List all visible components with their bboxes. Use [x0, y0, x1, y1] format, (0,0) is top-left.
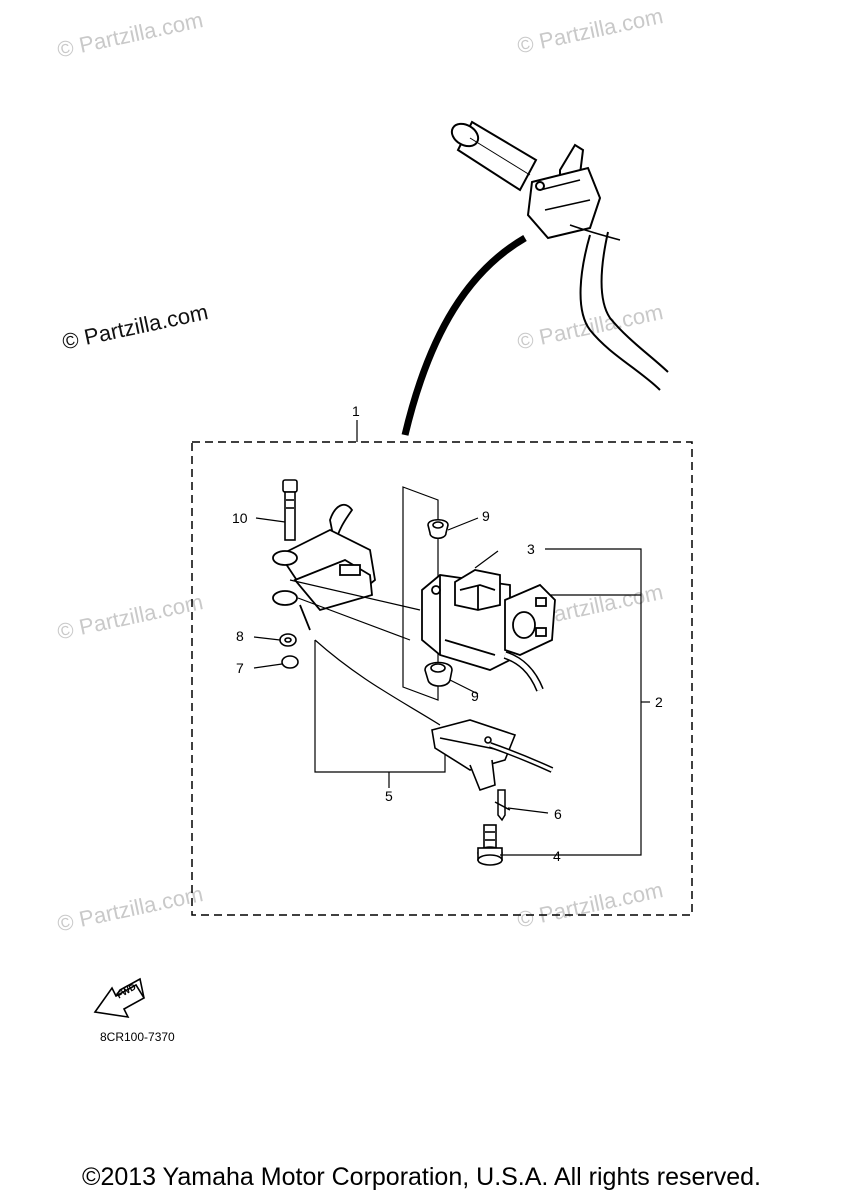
callout-3: 3 — [527, 541, 535, 557]
callout-5: 5 — [385, 788, 393, 804]
lever-bracket — [272, 503, 376, 631]
screw-part-6 — [494, 789, 511, 822]
switch-wire — [503, 651, 544, 692]
bolt-part-10 — [282, 479, 298, 541]
throttle-cable — [401, 234, 527, 436]
clip-part-7 — [281, 655, 299, 669]
callout-2: 2 — [655, 694, 663, 710]
bolt-part-4 — [477, 824, 503, 866]
callout-9-bottom: 9 — [471, 688, 479, 704]
throttle-lever — [526, 143, 602, 240]
handlebar-grip — [450, 120, 538, 192]
callout-6: 6 — [554, 806, 562, 822]
callout-8: 8 — [236, 628, 244, 644]
callout-4: 4 — [553, 848, 561, 864]
grommet-part-9-top — [427, 518, 449, 540]
callout-9-top: 9 — [482, 508, 490, 524]
assembly-box — [191, 441, 693, 916]
callout-7: 7 — [236, 660, 244, 676]
handlebar-tube — [579, 234, 661, 391]
switch-body-part-3 — [421, 569, 556, 671]
fwd-arrow-icon — [93, 977, 146, 1019]
callout-1: 1 — [352, 403, 360, 419]
diagram-code: 8CR100-7370 — [100, 1030, 175, 1044]
callout-10: 10 — [232, 510, 248, 526]
copyright-notice: ©2013 Yamaha Motor Corporation, U.S.A. A… — [82, 1163, 761, 1191]
switch-unit-part-5 — [431, 719, 517, 791]
grommet-part-9-bottom — [424, 661, 453, 687]
washer-part-8 — [279, 633, 297, 647]
